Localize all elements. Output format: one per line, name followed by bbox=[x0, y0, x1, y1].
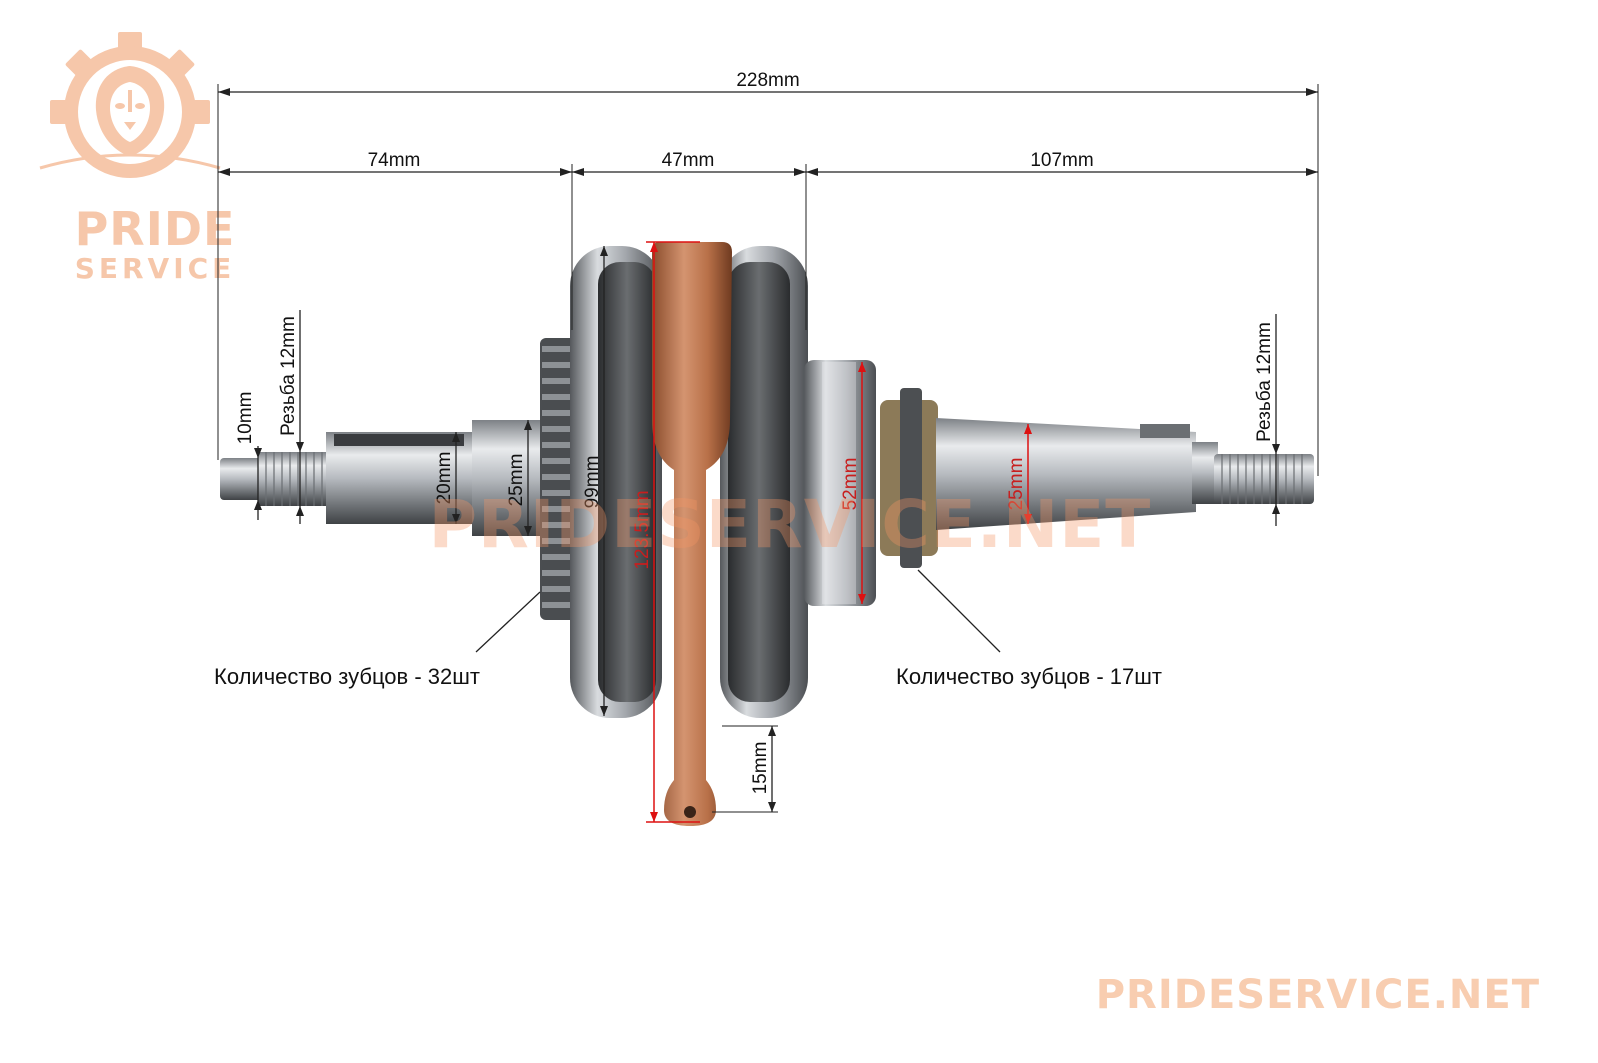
left-thread bbox=[258, 452, 328, 506]
logo-word-service: SERVICE bbox=[74, 252, 236, 285]
right-thread-lines bbox=[1221, 454, 1303, 504]
bearing-dia-label: 52mm bbox=[840, 458, 861, 511]
right-section-label: 107mm bbox=[1030, 150, 1093, 171]
flywheel-dia-label: 99mm bbox=[582, 456, 603, 509]
left-keyway bbox=[334, 434, 464, 446]
vertical-dimensions: 10mm Резьба 12mm 20mm 25mm 99mm 123.5mm bbox=[235, 241, 1280, 823]
left-section-label: 74mm bbox=[368, 150, 421, 171]
connecting-rod bbox=[652, 242, 732, 826]
lion-gear-icon bbox=[39, 32, 221, 178]
bearing-highlight bbox=[822, 362, 856, 604]
sprocket-teeth-callout: Количество зубцов - 17шт bbox=[896, 664, 1162, 689]
rod-oil-hole bbox=[684, 806, 696, 818]
left-shaft-dia-label: 20mm bbox=[434, 452, 455, 505]
right-journal-dia-label: 25mm bbox=[1006, 458, 1027, 511]
sprocket-leader-line bbox=[917, 569, 1001, 653]
left-journal-dia-label: 25mm bbox=[506, 454, 527, 507]
left-shaft bbox=[326, 432, 476, 524]
right-thread-label: Резьба 12mm bbox=[1254, 322, 1275, 442]
left-tip bbox=[220, 458, 262, 500]
right-flywheel-web bbox=[728, 262, 790, 702]
left-thread-label: Резьба 12mm bbox=[278, 316, 299, 436]
left-journal bbox=[472, 420, 544, 536]
right-key bbox=[1140, 424, 1190, 438]
right-shaft bbox=[936, 418, 1196, 530]
logo-word-pride: PRIDE bbox=[74, 202, 236, 256]
middle-section-label: 47mm bbox=[662, 150, 715, 171]
pride-service-logo: PRIDE SERVICE bbox=[30, 30, 234, 285]
crankshaft bbox=[220, 242, 1314, 826]
horizontal-dimensions: 228mm 74mm 47mm 107mm bbox=[217, 70, 1319, 476]
overall-length-label: 228mm bbox=[736, 70, 799, 91]
left-flywheel-web bbox=[598, 262, 656, 702]
sprocket-teeth bbox=[900, 388, 922, 568]
left-thread-lines bbox=[265, 452, 323, 506]
right-thread bbox=[1214, 454, 1314, 504]
callouts: Количество зубцов - 32шт Количество зубц… bbox=[214, 569, 1162, 689]
main-bearing bbox=[804, 360, 876, 606]
watermark-bottom: PRIDESERVICE.NET bbox=[1095, 972, 1540, 1018]
rod-length-label: 123.5mm bbox=[632, 490, 653, 569]
gear-teeth-callout: Количество зубцов - 32шт bbox=[214, 664, 480, 689]
left-tip-dia-label: 10mm bbox=[235, 392, 256, 445]
rod-small-end-label: 15mm bbox=[750, 742, 771, 795]
drive-gear-teeth bbox=[542, 346, 574, 608]
right-collar bbox=[1192, 442, 1218, 504]
watermark-center: PRIDESERVICE.NET bbox=[428, 486, 1152, 563]
gear-leader-line bbox=[475, 591, 541, 653]
